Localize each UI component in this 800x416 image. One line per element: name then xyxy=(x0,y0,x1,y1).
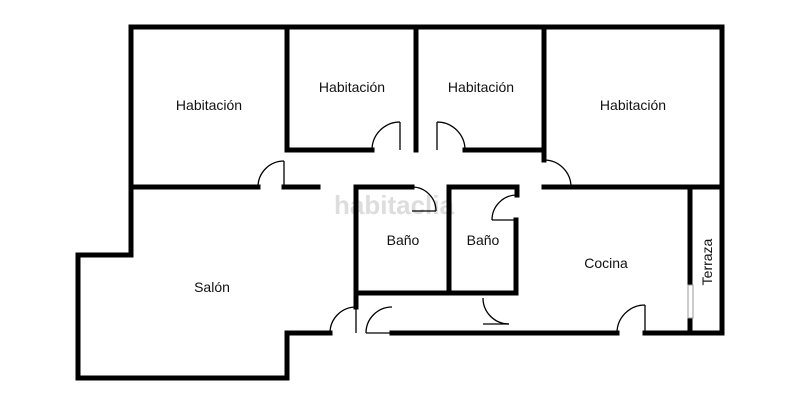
room-label-habitacion-1: Habitación xyxy=(176,97,242,113)
doors xyxy=(257,121,646,334)
room-label-terraza: Terraza xyxy=(699,238,715,285)
room-label-habitacion-4: Habitación xyxy=(600,97,666,113)
walls xyxy=(75,24,725,381)
room-label-salon: Salón xyxy=(194,279,230,295)
room-label-habitacion-3: Habitación xyxy=(448,79,514,95)
watermark: habitaclia xyxy=(334,190,454,220)
room-label-habitacion-2: Habitación xyxy=(319,79,385,95)
terraza-window xyxy=(687,284,694,319)
room-label-bano-2: Baño xyxy=(467,232,500,248)
room-label-cocina: Cocina xyxy=(584,255,628,271)
room-label-bano-1: Baño xyxy=(387,232,420,248)
